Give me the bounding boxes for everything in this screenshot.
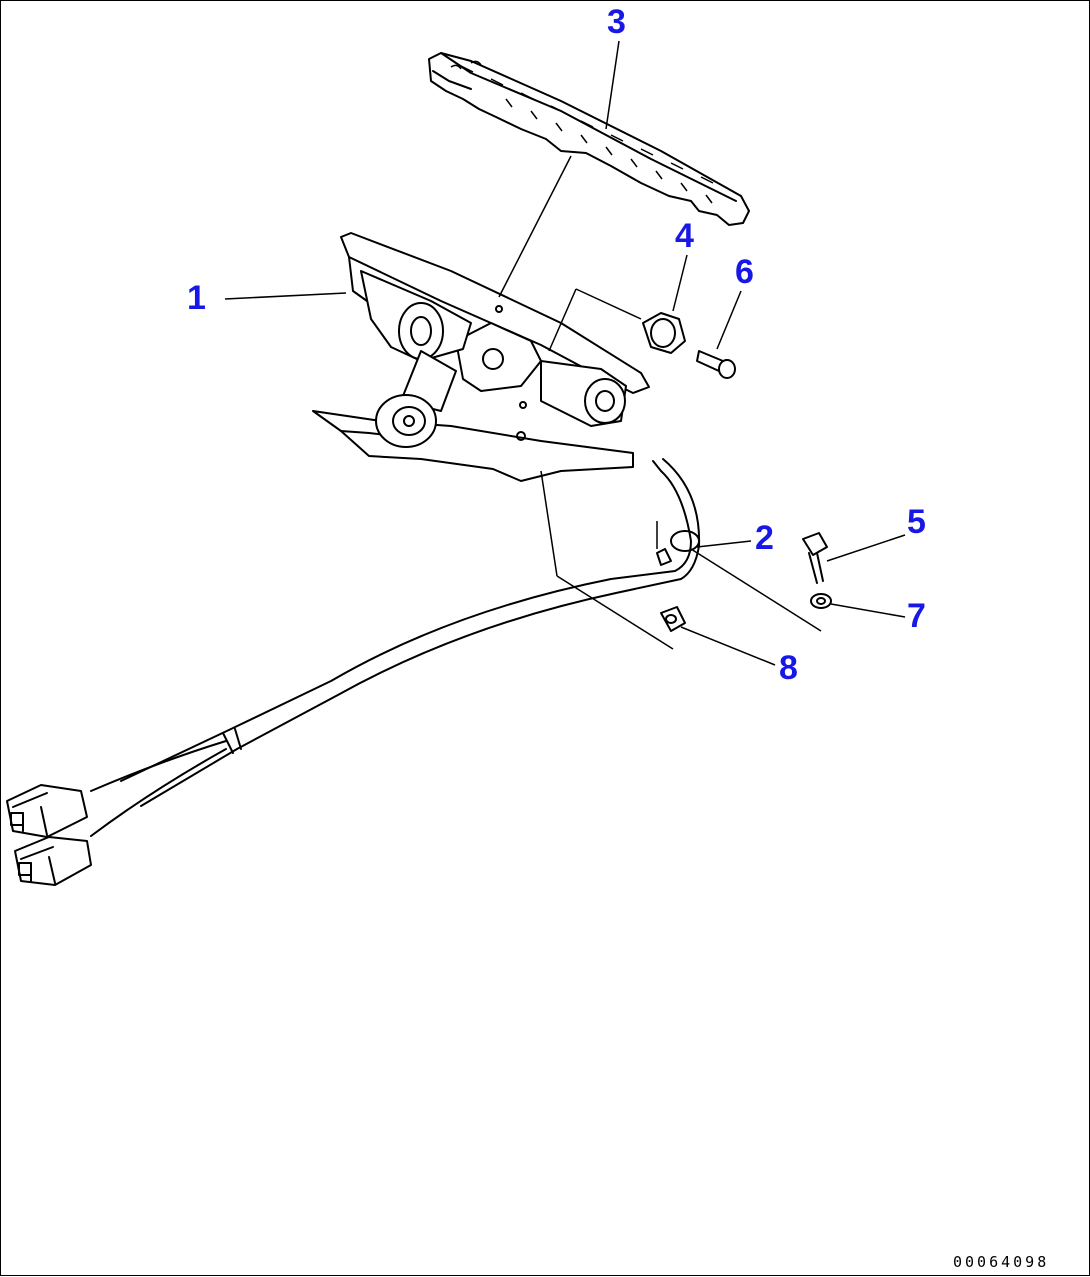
connector-upper <box>6 784 88 838</box>
part-pedal-body <box>312 232 650 482</box>
part-pedal-pad <box>428 52 750 226</box>
connector-lower <box>14 836 92 886</box>
part-cover <box>642 312 686 354</box>
callout-5: 5 <box>907 503 926 541</box>
part-wire-harness <box>90 458 701 837</box>
drawing-number: 00064098 <box>953 1253 1049 1271</box>
callout-7: 7 <box>907 597 926 635</box>
callout-8: 8 <box>779 649 798 687</box>
callout-leaders <box>224 40 906 666</box>
part-screw <box>696 350 736 379</box>
callout-4: 4 <box>675 217 694 255</box>
part-washer <box>810 593 832 609</box>
assembly-lines <box>498 155 822 650</box>
callout-1: 1 <box>187 279 206 317</box>
callout-6: 6 <box>735 253 754 291</box>
callout-3: 3 <box>607 3 626 41</box>
part-clip <box>656 548 686 632</box>
part-bolt <box>802 532 828 584</box>
callout-2: 2 <box>755 519 774 557</box>
